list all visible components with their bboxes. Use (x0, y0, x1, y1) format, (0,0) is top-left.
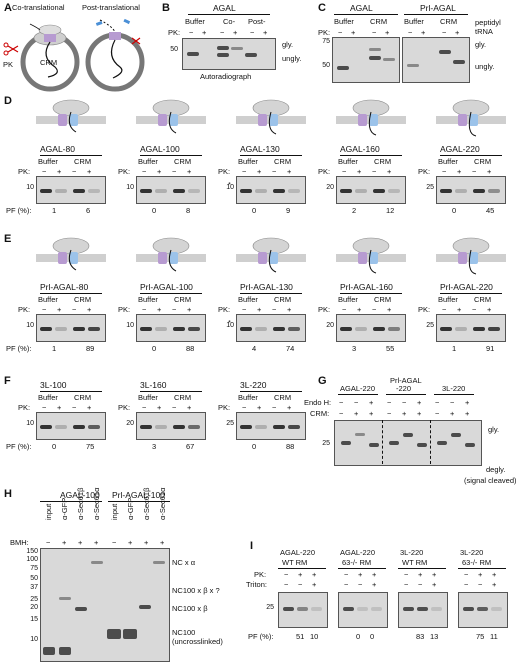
panel-h-bmh-label: BMH: (10, 538, 29, 547)
panel-i-gel-2 (398, 592, 448, 628)
panel-e-name-4: Prl-AGAL-220 (440, 282, 493, 292)
panel-h-lane-3: α-Sec61α (92, 487, 101, 520)
panel-b-label: B (162, 2, 170, 14)
panel-i-name-2: 3L-220 (400, 548, 424, 557)
panel-f-label: F (4, 375, 11, 387)
panel-d-label: D (4, 95, 12, 107)
panel-d-name-0: AGAL-80 (40, 144, 75, 154)
panel-d-name-4: AGAL-220 (440, 144, 480, 154)
panel-e-name-1: Prl-AGAL-100 (140, 282, 193, 292)
panel-i-name-3: 3L-220 (460, 548, 484, 557)
panel-e-gel-4 (436, 314, 506, 342)
panel-c-label: C (318, 2, 326, 14)
panel-f-name-2: 3L-220 (240, 380, 267, 390)
panel-g-crm-label: CRM: (310, 409, 330, 418)
panel-h-gel (40, 548, 170, 662)
panel-f-gel-1 (136, 412, 206, 440)
panel-g-gel (334, 420, 482, 466)
panel-b-caption: Autoradiograph (200, 72, 252, 81)
panel-f-gel-2 (236, 412, 306, 440)
panel-e-name-3: Prl-AGAL-160 (340, 282, 393, 292)
panel-e-label: E (4, 233, 12, 245)
panel-e-cartoon-0 (36, 237, 106, 271)
panel-d-name-3: AGAL-160 (340, 144, 380, 154)
panel-e-cartoon-2 (236, 237, 306, 273)
panel-b-col-co: Co- (223, 17, 236, 26)
panel-f-gel-0 (36, 412, 106, 440)
panel-d-cartoon-1 (136, 99, 206, 134)
panel-a-crm-label: CRM (40, 58, 58, 67)
panel-g-endo-label: Endo H: (304, 398, 332, 407)
panel-g-degly: degly. (486, 465, 506, 474)
panel-d-gel-3 (336, 176, 406, 204)
panel-b-gel (182, 38, 276, 70)
panel-h-lane-6: α-Sec61β (142, 487, 151, 520)
panel-e-name-0: Prl-AGAL-80 (40, 282, 89, 292)
panel-g-gly: gly. (488, 425, 500, 434)
panel-i-gel-0 (278, 592, 328, 628)
panel-c-pk-label: PK: (318, 28, 331, 37)
panel-g-label: G (318, 375, 327, 387)
panel-h-lane-2: α-Sec61β (76, 487, 85, 520)
panel-e-cartoon-3 (336, 237, 406, 274)
panel-d-cartoon-4 (436, 99, 506, 137)
panel-d-name-2: AGAL-130 (240, 144, 280, 154)
panel-f-name-0: 3L-100 (40, 380, 67, 390)
panel-d-cartoon-2 (236, 99, 306, 135)
panel-b-ungly: ungly. (282, 54, 302, 63)
panel-i-name-1: AGAL-220 (340, 548, 376, 557)
panel-c-group-agal: AGAL (350, 3, 373, 13)
panel-i-gel-3 (458, 592, 508, 628)
panel-c-gel-agal (332, 37, 400, 83)
panel-b-pk-label: PK: (168, 28, 181, 37)
panel-b-col-buffer: Buffer (185, 17, 205, 26)
panel-e-gel-2 (236, 314, 306, 342)
panel-d-gel-1 (136, 176, 206, 204)
panel-d-gel-0 (36, 176, 106, 204)
panel-d-cartoon-0 (36, 99, 106, 133)
panel-a-co-label: Co-translational (12, 3, 65, 12)
panel-h-lane-7: α-Sec61α (158, 487, 167, 520)
panel-a-diagram (3, 18, 145, 92)
panel-e-gel-3 (336, 314, 406, 342)
panel-b-title: AGAL (213, 3, 236, 13)
panel-b-col-post: Post- (248, 17, 266, 26)
panel-h-lane-5: α-GFP (126, 497, 135, 520)
panel-a-post-label: Post-translational (82, 3, 140, 12)
panel-d-cartoon-3 (336, 99, 406, 136)
panel-h-lane-4: input (110, 503, 119, 520)
panel-a-pk-label: PK (3, 60, 14, 69)
panel-e-cartoon-4 (436, 237, 506, 275)
panel-d-gel-2 (236, 176, 306, 204)
panel-a-label: A (4, 2, 12, 14)
panel-e-cartoon-1 (136, 237, 206, 272)
panel-d-gel-4 (436, 176, 506, 204)
panel-f-name-1: 3L-160 (140, 380, 167, 390)
panel-i-name-0: AGAL-220 (280, 548, 316, 557)
panel-i-label: I (250, 540, 254, 552)
panel-e-name-2: Prl-AGAL-130 (240, 282, 293, 292)
panel-b-gly: gly. (282, 40, 294, 49)
panel-d-name-1: AGAL-100 (140, 144, 180, 154)
panel-h-lane-1: α-GFP (60, 497, 69, 520)
panel-h-lane-0: input (44, 503, 53, 520)
panel-e-gel-1 (136, 314, 206, 342)
panel-i-gel-1 (338, 592, 388, 628)
panel-g-signal: (signal cleaved) (464, 476, 517, 485)
panel-h-label: H (4, 488, 12, 500)
panel-c-gel-prl (402, 37, 470, 83)
panel-c-group-prl: Prl-AGAL (420, 3, 456, 13)
panel-e-gel-0 (36, 314, 106, 342)
